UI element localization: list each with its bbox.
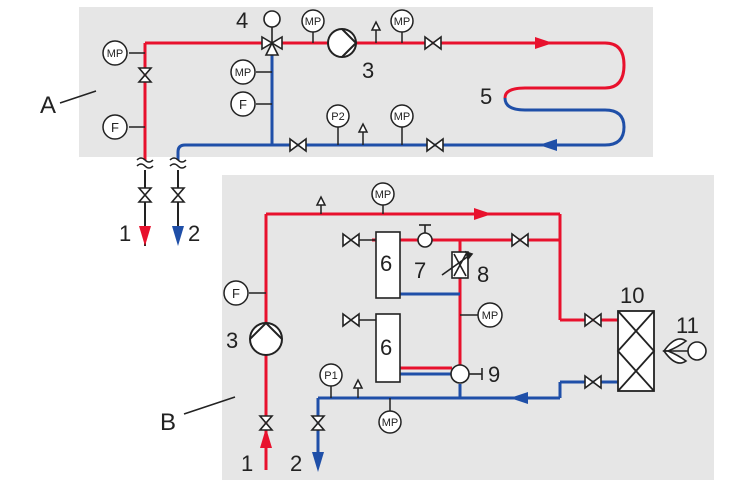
air-heater-coil-icon [616, 310, 656, 392]
circulation-pump-icon [249, 321, 283, 356]
pressure-gauge-icon: MP [230, 59, 256, 85]
svg-text:P2: P2 [331, 111, 344, 123]
section-b-return-arrow [510, 392, 528, 404]
label-2-b: 2 [290, 451, 302, 476]
label-6-bottom: 6 [380, 335, 392, 360]
label-5: 5 [480, 84, 492, 109]
svg-text:MP: MP [394, 111, 411, 123]
svg-text:F: F [239, 97, 247, 112]
label-11: 11 [676, 313, 699, 338]
section-b-supply-arrow [474, 208, 492, 220]
svg-text:P1: P1 [324, 370, 337, 382]
supply-inlet-arrow-1 [139, 226, 151, 246]
svg-text:F: F [111, 120, 119, 135]
svg-text:MP: MP [394, 16, 411, 28]
fan-icon [662, 338, 707, 364]
label-8: 8 [477, 262, 489, 287]
label-4: 4 [236, 8, 248, 33]
flow-meter-icon: F [102, 114, 128, 140]
section-a-supply-pipe [143, 41, 626, 160]
pressure-gauge-icon: MP [102, 40, 128, 66]
label-3-b: 3 [226, 328, 238, 353]
balancing-valve-icon [441, 250, 474, 279]
valve-icon [258, 232, 602, 431]
label-6-top: 6 [380, 251, 392, 276]
label-10: 10 [620, 283, 644, 308]
air-vent-icon [315, 195, 364, 398]
three-way-valve-icon [261, 10, 283, 56]
return-outlet-arrow-2-b [312, 452, 324, 472]
section-a-return-pipe [176, 43, 626, 160]
svg-text:MP: MP [382, 417, 399, 429]
air-vent-icon [357, 20, 382, 145]
pressure-gauge-p1-icon: P1 [319, 363, 343, 387]
gauge-stems-b [249, 205, 478, 411]
flow-meter-icon: F [230, 91, 256, 117]
section-b-leader [183, 396, 236, 415]
valve-icon [289, 35, 444, 153]
label-1-b: 1 [241, 451, 253, 476]
pipe-break-marks [136, 157, 187, 169]
pressure-gauge-icon: MP [390, 104, 414, 128]
svg-text:MP: MP [375, 189, 392, 201]
label-3-a: 3 [362, 58, 374, 83]
label-1-a: 1 [119, 221, 131, 246]
svg-text:F: F [232, 286, 240, 301]
label-2-a: 2 [188, 221, 200, 246]
pressure-gauge-icon: MP [390, 9, 414, 33]
section-a-leader [59, 90, 97, 104]
section-a-return-arrow [539, 139, 557, 151]
svg-text:MP: MP [482, 310, 499, 322]
pressure-gauge-icon: MP [477, 302, 503, 328]
section-b-label: B [160, 409, 176, 436]
supply-inlet-arrow-1-b [260, 428, 272, 448]
heat-exchanger-icon [375, 231, 401, 383]
circulation-pump-icon [327, 28, 358, 58]
return-outlet-arrow-2 [172, 226, 184, 246]
valve-connectors [359, 239, 376, 321]
svg-text:MP: MP [235, 67, 252, 79]
mixing-valve-icon [450, 364, 483, 384]
svg-text:MP: MP [107, 48, 124, 60]
gauge-stems [129, 29, 403, 145]
pressure-gauge-icon: MP [378, 410, 402, 434]
svg-text:MP: MP [305, 16, 322, 28]
section-a-label: A [40, 92, 56, 119]
label-7: 7 [414, 258, 426, 283]
pressure-gauge-icon: MP [301, 9, 325, 33]
pressure-gauge-p2-icon: P2 [326, 104, 350, 128]
label-9: 9 [488, 362, 500, 387]
pressure-gauge-icon: MP [371, 182, 395, 206]
flow-meter-icon: F [223, 280, 249, 306]
pressure-reducing-valve-icon [417, 224, 433, 248]
valve-icon [137, 67, 186, 203]
section-a-supply-arrow [535, 37, 553, 49]
